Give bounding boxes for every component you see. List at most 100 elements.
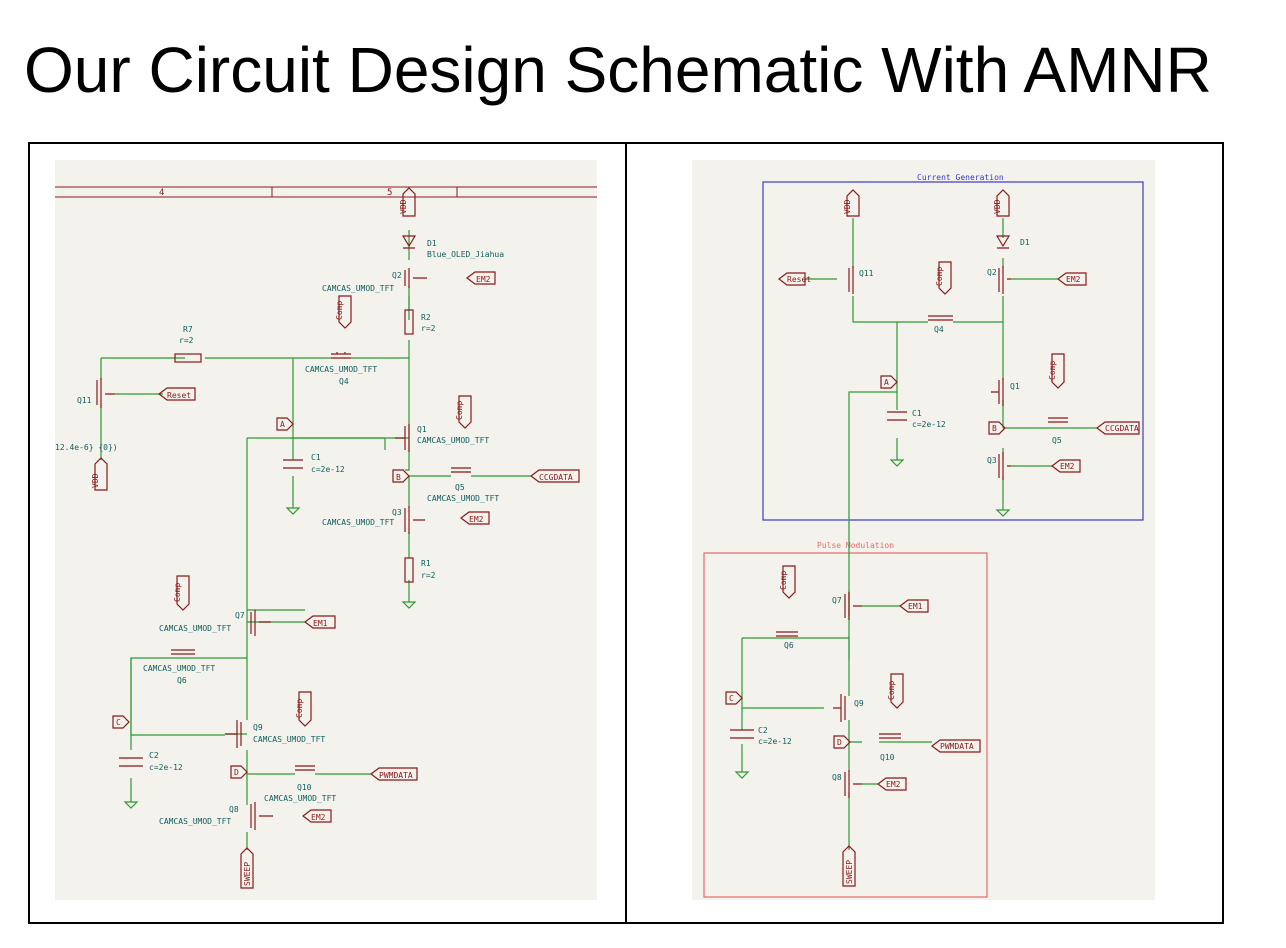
c1-ref: C1 [912,409,922,418]
sweep-tag: SWEEP [845,860,854,884]
d1-value: Blue_OLED_Jiahua [427,250,504,259]
left-schematic-svg: 4 5 [55,186,597,889]
q2-ref: Q2 [987,268,997,277]
left-tag-texts: VDD EM2 Comp Reset VDD A Comp B CCGDATA … [91,199,573,886]
net-b-label: B [992,424,997,433]
q8-model: CAMCAS_UMOD_TFT [159,817,231,826]
vdd-tag: VDD [843,199,852,214]
left-wires [100,230,531,850]
net-a-label: A [280,420,285,429]
q9-ref: Q9 [253,723,263,732]
q9-model: CAMCAS_UMOD_TFT [253,735,325,744]
c2-value: c=2e-12 [758,737,792,746]
em2-tag: EM2 [886,780,901,789]
c2-value: c=2e-12 [149,763,183,772]
em2-tag: EM2 [469,515,484,524]
q2-ref: Q2 [392,271,402,280]
vdd-tag: VDD [91,473,100,488]
em2-tag: EM2 [1066,275,1081,284]
q4-ref: Q4 [339,377,349,386]
c1-value: c=2e-12 [311,465,345,474]
ruler-col-4: 4 [159,188,164,198]
ccgdata-tag: CCGDATA [539,473,573,482]
em1-tag: EM1 [908,602,923,611]
em1-tag: EM1 [313,619,328,628]
r2-value: r=2 [421,324,436,333]
q5-ref: Q5 [1052,436,1062,445]
net-c-label: C [116,718,121,727]
r7-value: r=2 [179,336,194,345]
reset-tag: Reset [167,391,191,400]
comp-tag: Comp [935,267,944,286]
ccgdata-tag: CCGDATA [1105,424,1139,433]
q6-ref: Q6 [177,676,187,685]
c2-ref: C2 [758,726,768,735]
left-component-texts: D1 Blue_OLED_Jiahua Q2 CAMCAS_UMOD_TFT R… [55,239,504,826]
net-b-label: B [396,473,401,482]
q9-ref: Q9 [854,699,864,708]
right-component-texts: D1 Q11 Q2 Q4 Q1 C1 c=2e-12 Q5 Q3 Q7 Q6 Q… [758,238,1062,782]
r1-ref: R1 [421,559,431,568]
net-a-label: A [884,378,889,387]
q10-ref: Q10 [297,783,312,792]
q6-model: CAMCAS_UMOD_TFT [143,664,215,673]
net-c-label: C [729,694,734,703]
sweep-tag: SWEEP [243,862,252,886]
q4-ref: Q4 [934,325,944,334]
current-generation-box [762,181,1144,521]
q7-ref: Q7 [235,611,245,620]
comp-tag: Comp [173,583,182,602]
q2-model: CAMCAS_UMOD_TFT [322,284,394,293]
c1-ref: C1 [311,453,321,462]
source-value: 12.4e-6} {0}) [55,443,118,452]
q5-ref: Q5 [455,483,465,492]
c1-value: c=2e-12 [912,420,946,429]
comp-tag: Comp [887,681,896,700]
current-generation-label: Current Generation [917,173,1004,182]
slide-title: Our Circuit Design Schematic With AMNR [24,34,1212,106]
pulse-modulation-label: Pulse Modulation [817,541,894,550]
pwmdata-tag: PWMDATA [940,742,974,751]
q1-model: CAMCAS_UMOD_TFT [417,436,489,445]
q11-ref: Q11 [77,396,92,405]
q4-model: CAMCAS_UMOD_TFT [305,365,377,374]
ruler-col-5: 5 [387,188,392,198]
em2-tag: EM2 [1060,462,1075,471]
r1-value: r=2 [421,571,436,580]
q8-ref: Q8 [832,773,842,782]
left-schematic: 4 5 [55,160,597,900]
net-d-label: D [234,768,239,777]
q3-ref: Q3 [987,456,997,465]
right-schematic-svg: Current Generation Pulse Modulation [703,173,1144,898]
q10-model: CAMCAS_UMOD_TFT [264,794,336,803]
right-schematic: Current Generation Pulse Modulation [692,160,1155,900]
vdd-tag: VDD [399,199,408,214]
d1-ref: D1 [427,239,437,248]
vdd-tag: VDD [993,199,1002,214]
pulse-modulation-box [703,552,988,898]
net-d-label: D [837,738,842,747]
right-tag-texts: VDD VDD Reset Comp EM2 A Comp B CCGDATA … [729,199,1139,884]
q7-ref: Q7 [832,596,842,605]
comp-tag: Comp [779,571,788,590]
q5-model: CAMCAS_UMOD_TFT [427,494,499,503]
figure-divider [625,142,627,924]
left-symbols [94,187,580,889]
c2-ref: C2 [149,751,159,760]
em2-tag: EM2 [476,275,491,284]
q6-ref: Q6 [784,641,794,650]
r7-ref: R7 [183,325,193,334]
reset-tag: Reset [787,275,811,284]
left-ruler [55,186,597,198]
comp-tag: Comp [455,401,464,420]
q1-ref: Q1 [417,425,427,434]
q10-ref: Q10 [880,753,895,762]
q1-ref: Q1 [1010,382,1020,391]
q3-ref: Q3 [392,508,402,517]
comp-tag: Comp [295,699,304,718]
q8-ref: Q8 [229,805,239,814]
comp-tag: Comp [335,301,344,320]
q7-model: CAMCAS_UMOD_TFT [159,624,231,633]
d1-ref: D1 [1020,238,1030,247]
left-grounds [123,498,417,809]
